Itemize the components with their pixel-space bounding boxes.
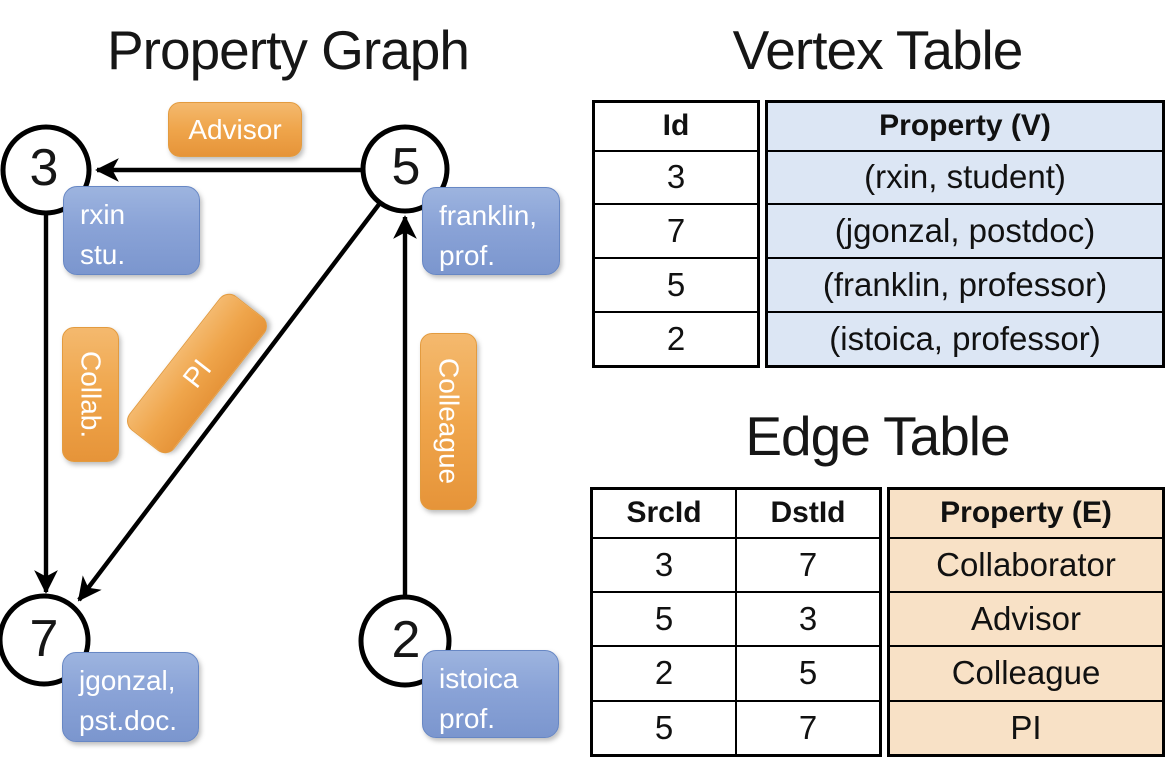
vertex-id-cell: 7 [592,203,760,260]
vertex-box-istoica: istoica prof. [422,650,559,738]
vertex-id-cell: 2 [592,310,760,368]
vertex-box-jgonzal: jgonzal, pst.doc. [62,652,199,742]
edge-property-cell: Advisor [887,591,1165,648]
edge-label-collab: Collab. [62,327,119,462]
property-graph-canvas [0,124,452,688]
vertex-box-rxin: rxin stu. [63,186,200,275]
vertex-box-line: rxin [80,199,126,230]
edge-dstid-cell: 7 [735,699,882,757]
edge-dstid-cell: 3 [735,591,882,648]
vertex-box-line: stu. [80,238,126,270]
vertex-id-cell: 5 [592,257,760,313]
edge-table-property-column: Property (E) Collaborator Advisor Collea… [887,487,1165,757]
vertex-box-franklin: franklin, prof. [422,187,560,275]
edge-srcid-cell: 2 [590,645,737,702]
vertex-box-line: pst.doc. [79,704,178,736]
vertex-property-cell: (jgonzal, postdoc) [765,203,1165,260]
vertex-box-line: jgonzal, [79,665,176,696]
edge-property-cell: Collaborator [887,536,1165,594]
vertex-property-cell: (istoica, professor) [765,310,1165,368]
vertex-table-property-column: Property (V) (rxin, student) (jgonzal, p… [765,100,1165,368]
vertex-box-line: istoica [439,663,519,694]
edge-arrow-5-to-7 [77,201,382,602]
vertex-id-cell: 3 [592,149,760,206]
vertex-property-cell: (rxin, student) [765,149,1165,206]
edge-table-title: Edge Table [745,405,1010,467]
edge-dstid-header: DstId [735,487,882,539]
edge-dstid-cell: 7 [735,536,882,594]
edge-srcid-cell: 5 [590,699,737,757]
edge-srcid-header: SrcId [590,487,737,539]
edge-table-id-columns: SrcId DstId 3 7 5 3 2 5 5 7 [590,487,882,757]
edge-property-cell: Colleague [887,645,1165,702]
edge-property-header: Property (E) [887,487,1165,539]
property-graph-title: Property Graph [106,19,470,81]
vertex-property-cell: (franklin, professor) [765,257,1165,313]
edge-srcid-cell: 3 [590,536,737,594]
edge-label-colleague: Colleague [420,333,477,510]
edge-property-cell: PI [887,699,1165,757]
edge-srcid-cell: 5 [590,591,737,648]
vertex-table-id-column: Id 3 7 5 2 [592,100,760,368]
node-label-7: 7 [29,609,59,668]
node-label-5: 5 [391,137,421,196]
vertex-id-header: Id [592,100,760,152]
vertex-table-title: Vertex Table [732,19,1024,81]
node-label-2: 2 [391,610,421,669]
vertex-box-line: prof. [439,239,496,271]
edge-dstid-cell: 5 [735,645,882,702]
vertex-property-header: Property (V) [765,100,1165,152]
node-label-3: 3 [29,138,59,197]
vertex-box-line: franklin, [439,200,538,231]
vertex-box-line: prof. [439,702,496,734]
edge-label-advisor: Advisor [168,102,302,157]
